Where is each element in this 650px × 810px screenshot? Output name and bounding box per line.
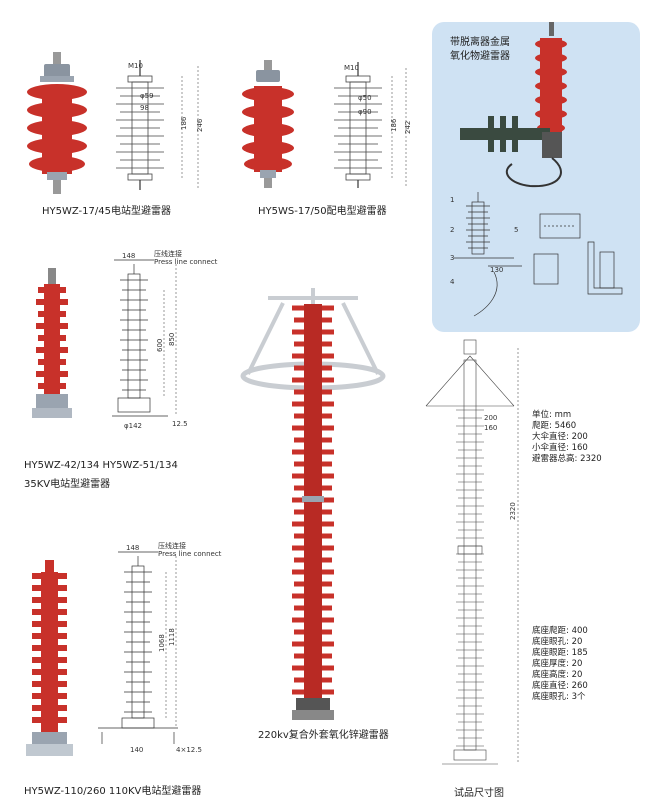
panel-label-130: 130 [490,266,503,274]
dim-top-1: M10 [128,62,143,70]
spec-base-diameter: 底座直径: 260 [532,681,588,691]
dim-h2-3: 850 [168,333,176,346]
spec-caption: 试品尺寸图 [454,788,504,799]
arrester-drawing-1: M10 φ59 98 186 246 [116,60,204,190]
product-3-caption-2: 35KV电站型避雷器 [24,479,111,490]
dim-conn-en-4: Press line connect [158,550,222,558]
dim-width-3: 148 [122,252,135,260]
panel-label-4: 4 [450,278,455,286]
spec-bottom-list: 底座爬距: 400 底座眼孔: 20 底座眼距: 185 底座厚度: 20 底座… [532,626,588,703]
dim-base2-3: 12.5 [172,420,188,428]
spec-drawing: 200 160 2320 [425,339,519,765]
panel-title-line-2: 氧化物避雷器 [450,51,510,62]
dim-base-3: φ142 [124,422,142,430]
spec-small-shed: 小伞直径: 160 [532,443,588,453]
spec-big-shed: 大伞直径: 200 [532,432,588,442]
spec-base-thickness: 底座厚度: 20 [532,659,583,669]
arrester-photo-5 [240,288,386,720]
panel-label-1: 1 [450,196,454,204]
product-5-caption: 220kv复合外套氧化锌避雷器 [258,730,389,741]
dim-h2-1: 246 [196,118,204,132]
spec-height: 2320 [509,502,517,520]
product-1-caption: HY5WZ-17/45电站型避雷器 [42,206,171,217]
dim-h2-4: 1118 [168,628,176,646]
dim-h1-4: 1068 [158,634,166,652]
spec-creepage: 爬距: 5460 [532,421,577,431]
dim-base2-4: 4×12.5 [176,746,202,754]
product-3-caption-1: HY5WZ-42/134 HY5WZ-51/134 [24,460,178,471]
dim-conn-en-3: Press line connect [154,258,218,266]
panel-title: 带脱离器金属 氧化物避雷器 [450,36,510,64]
product-4-caption: HY5WZ-110/260 110KV电站型避雷器 [24,786,202,797]
dim-b-1: 98 [140,104,149,112]
dim-h1-3: 600 [156,339,164,352]
panel-label-5: 5 [514,226,518,234]
panel-label-2: 2 [450,226,454,234]
arrester-drawing-4: 148 压线连接 Press line connect 1068 1118 14… [98,541,222,754]
dim-h1-1: 186 [180,116,188,130]
dim-h2-2: 242 [404,121,412,134]
dim-width-4: 148 [126,544,139,552]
dim-h1-2: 186 [390,118,398,132]
dim-a-1: φ59 [140,92,154,100]
spec-base-hole-count: 底座眼孔: 3个 [532,692,586,702]
disconnector-drawing: 1 2 3 4 5 130 [450,192,623,317]
spec-d1: 200 [484,414,497,422]
dim-conn-cn-3: 压线连接 [154,249,182,258]
spec-top-list: 单位: mm 爬距: 5460 大伞直径: 200 小伞直径: 160 避雷器总… [532,410,602,465]
panel-title-line-1: 带脱离器金属 [450,37,510,48]
dim-base1-4: 140 [130,746,143,754]
dim-a-2: φ50 [358,94,372,102]
spec-base-creepage: 底座爬距: 400 [532,626,588,636]
arrester-photo-2 [242,60,294,188]
spec-unit: 单位: mm [532,410,572,420]
spec-total-height: 避雷器总高: 2320 [532,454,602,464]
spec-base-hole: 底座眼孔: 20 [532,637,583,647]
arrester-photo-3 [32,268,72,418]
arrester-photo-1 [27,52,87,194]
spec-base-height: 底座高度: 20 [532,670,583,680]
disconnector-photo [460,22,567,188]
dim-conn-cn-4: 压线连接 [158,541,186,550]
spec-base-hole-distance: 底座眼距: 185 [532,648,588,658]
spec-d2: 160 [484,424,497,432]
arrester-photo-4 [26,560,73,756]
product-2-caption: HY5WS-17/50配电型避雷器 [258,206,387,217]
dim-top-2: M10 [344,64,359,72]
dim-b-2: φ90 [358,108,372,116]
arrester-drawing-3: 148 压线连接 Press line connect 600 850 φ142… [112,249,218,430]
arrester-drawing-2: M10 φ50 φ90 186 242 [334,62,412,188]
panel-label-3: 3 [450,254,454,262]
